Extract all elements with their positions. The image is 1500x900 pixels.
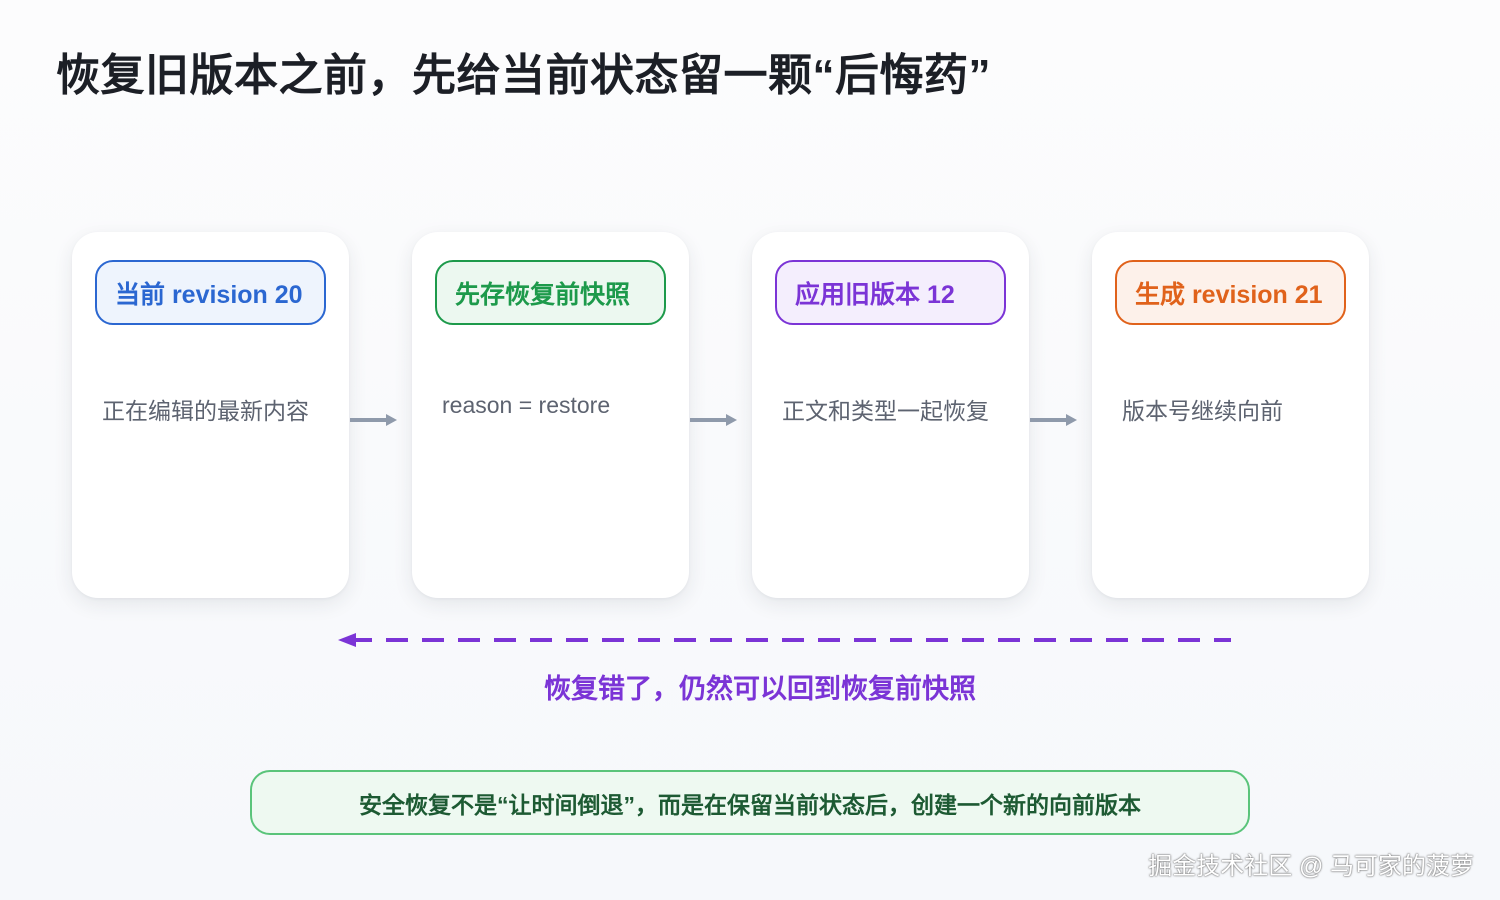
- rollback-label: 恢复错了，仍然可以回到恢复前快照: [544, 674, 976, 704]
- step-card-save-snapshot: 先存恢复前快照 reason = restore: [412, 232, 689, 598]
- step-description-save-snapshot: reason = restore: [442, 392, 611, 418]
- step-description-current-revision: 正在编辑的最新内容: [102, 398, 309, 424]
- step-card-new-revision: 生成 revision 21 版本号继续向前: [1092, 232, 1369, 598]
- flow-arrow-right-icon: [690, 414, 737, 426]
- step-label-save-snapshot: 先存恢复前快照: [435, 260, 666, 325]
- watermark: 掘金技术社区 @ 马可家的菠萝: [1148, 853, 1474, 880]
- step-description-new-revision: 版本号继续向前: [1122, 398, 1283, 424]
- step-card-current-revision: 当前 revision 20 正在编辑的最新内容: [72, 232, 349, 598]
- rollback-dashed-arrow-left-icon: [338, 633, 1231, 647]
- flow-arrow-right-icon: [350, 414, 397, 426]
- step-card-apply-old-version: 应用旧版本 12 正文和类型一起恢复: [752, 232, 1029, 598]
- step-description-apply-old-version: 正文和类型一起恢复: [782, 398, 989, 424]
- page-title: 恢复旧版本之前，先给当前状态留一颗“后悔药”: [56, 51, 991, 100]
- summary-text: 安全恢复不是“让时间倒退”，而是在保留当前状态后，创建一个新的向前版本: [359, 791, 1141, 818]
- step-label-new-revision: 生成 revision 21: [1115, 260, 1346, 325]
- flow-arrow-right-icon: [1030, 414, 1077, 426]
- step-label-apply-old-version: 应用旧版本 12: [775, 260, 1006, 325]
- step-label-current-revision: 当前 revision 20: [95, 260, 326, 325]
- summary-callout: 安全恢复不是“让时间倒退”，而是在保留当前状态后，创建一个新的向前版本: [250, 770, 1250, 835]
